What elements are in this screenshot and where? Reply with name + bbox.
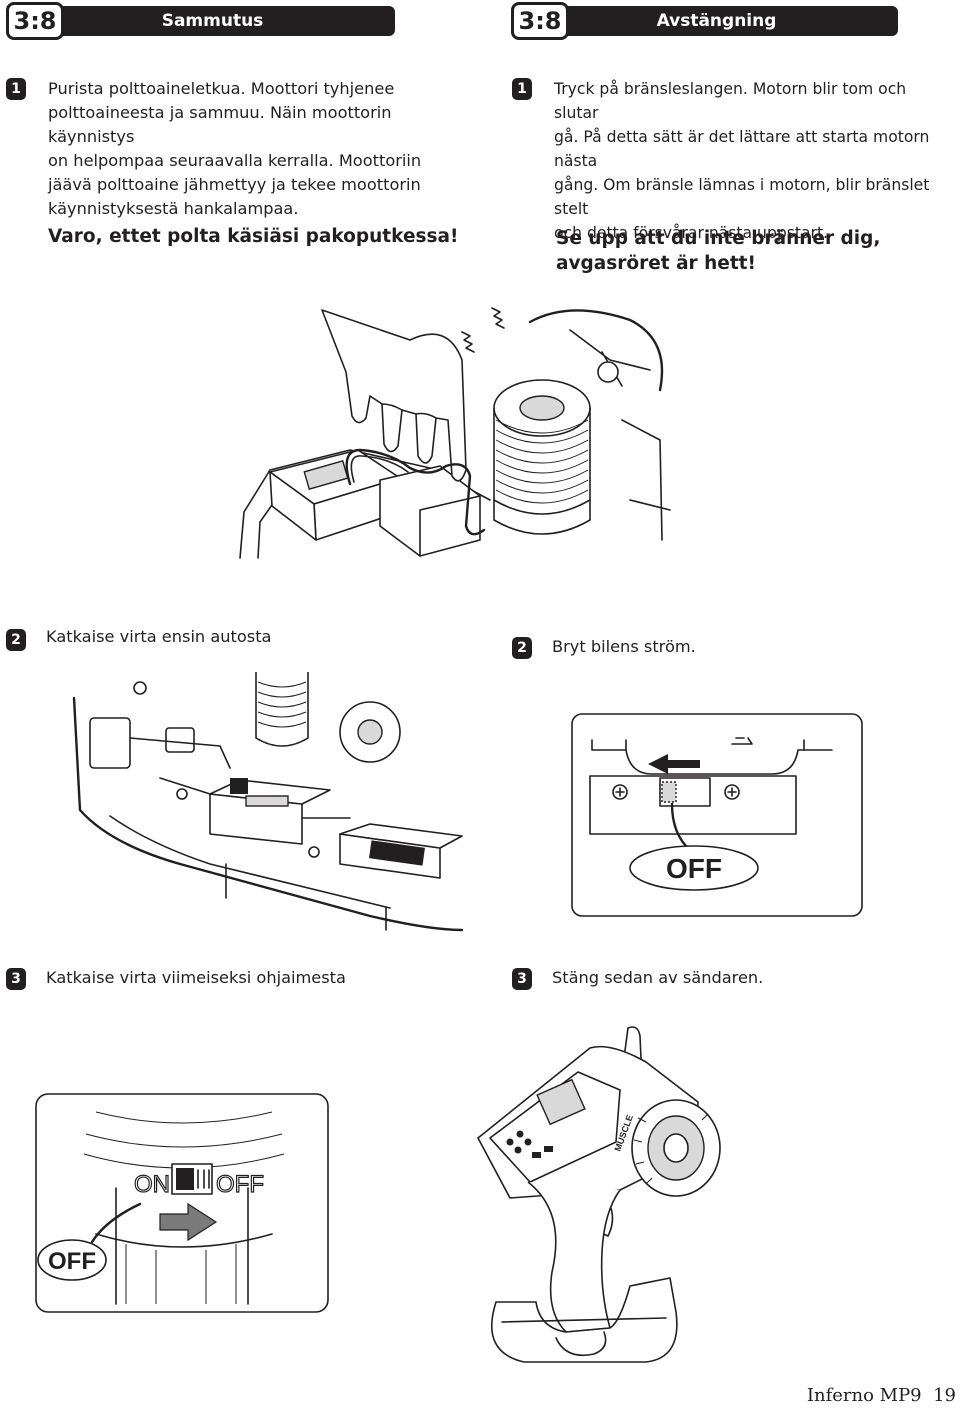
step-3-badge-fi: 3 (6, 968, 26, 990)
text-line: on helpompaa seuraavalla kerralla. Moott… (48, 151, 422, 170)
engine-fuel-line-illustration (239, 307, 671, 559)
warning-sv: Se upp att du inte bränner dig, avgasrör… (556, 226, 956, 276)
plus-screw-icon (612, 784, 628, 800)
section-title: Sammutus (30, 6, 395, 36)
arrow-left-icon (648, 754, 700, 774)
section-header-fi: Sammutus 3:8 (6, 2, 395, 40)
hand (321, 309, 467, 482)
step-1-text-fi: Purista polttoaineletkua. Moottori tyhje… (48, 77, 478, 221)
warning-fi: Varo, ettet polta käsiäsi pakoputkessa! (48, 226, 459, 247)
page-footer: Inferno MP9 19 (807, 1385, 956, 1406)
receiver-with-switch (209, 778, 331, 845)
step-3-badge-sv: 3 (512, 968, 532, 990)
switch-on-label: ON (134, 1171, 170, 1198)
steering-wheel (631, 1099, 721, 1197)
text-line: gång. Om bränsle lämnas i motorn, blir b… (554, 176, 930, 218)
warning-line: avgasröret är hett! (556, 253, 756, 274)
text-line: polttoaineesta ja sammuu. Näin moottorin… (48, 103, 392, 146)
step-3-text-sv: Stäng sedan av sändaren. (552, 968, 764, 987)
step-2-text-sv: Bryt bilens ström. (552, 637, 696, 656)
text-line: Tryck på bränsleslangen. Motorn blir tom… (554, 80, 907, 122)
engine-head (493, 379, 591, 535)
engine-cylinder (255, 672, 309, 747)
text-line: Purista polttoaineletkua. Moottori tyhje… (48, 79, 395, 98)
page-number: 19 (933, 1385, 956, 1406)
switch-closeup-illustration: OFF (571, 713, 863, 917)
footer-title: Inferno MP9 (806, 1385, 922, 1406)
switch-off-label: OFF (216, 1171, 264, 1198)
step-3-text-fi: Katkaise virta viimeiseksi ohjaimesta (46, 968, 346, 987)
step-2-badge-fi: 2 (6, 629, 26, 651)
step-1-badge-sv: 1 (512, 78, 532, 100)
step-2-badge-sv: 2 (512, 637, 532, 659)
step-1-text-sv: Tryck på bränsleslangen. Motorn blir tom… (554, 77, 954, 245)
text-line: käynnistyksestä hankalampaa. (48, 199, 299, 218)
section-number: 3:8 (511, 2, 569, 40)
plus-screw-icon (724, 784, 740, 800)
transmitter-illustration: MUSCLE (477, 1026, 721, 1363)
arrow-right-icon (159, 1202, 218, 1242)
section-title: Avstängning (535, 6, 898, 36)
warning-line: Se upp att du inte bränner dig, (556, 228, 881, 249)
off-callout: OFF (666, 853, 722, 884)
step-1-badge-fi: 1 (6, 78, 26, 100)
chassis-switch-illustration (72, 672, 464, 932)
transmitter-switch-closeup: ON OFF OFF (35, 1093, 329, 1313)
button-cluster (506, 1130, 553, 1158)
section-header-sv: Avstängning 3:8 (511, 2, 898, 40)
off-callout: OFF (48, 1248, 96, 1275)
text-line: jäävä polttoaine jähmettyy ja tekee moot… (48, 175, 421, 194)
step-2-text-fi: Katkaise virta ensin autosta (46, 627, 272, 646)
text-line: gå. På detta sätt är det lättare att sta… (554, 128, 930, 170)
text-line: och detta försvårar nästa uppstart. (554, 224, 829, 242)
section-number: 3:8 (6, 2, 64, 40)
